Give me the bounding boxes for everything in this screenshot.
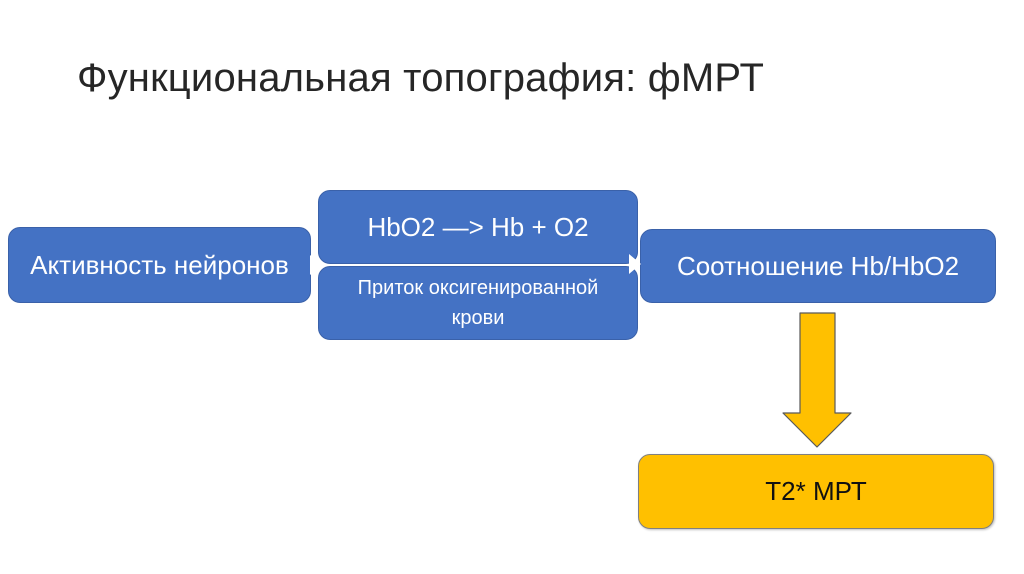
node-oxygenated-blood-flow: Приток оксигенированной крови	[318, 266, 638, 340]
flow-junction-arrow-right-icon	[629, 254, 641, 274]
node-oxygenated-blood-flow-label: Приток оксигенированной крови	[357, 277, 599, 329]
node-t2-mri-label: T2* МРТ	[765, 476, 867, 506]
node-hb-hbo2-ratio: Соотношение Hb/HbO2	[640, 229, 996, 303]
down-arrow-icon	[782, 312, 852, 448]
node-hbo2-reaction: HbO2 —> Hb + O2	[318, 190, 638, 264]
node-t2-mri: T2* МРТ	[638, 454, 994, 529]
flow-junction-arrow-left-icon	[310, 255, 322, 275]
node-hb-hbo2-ratio-label: Соотношение Hb/HbO2	[676, 250, 960, 281]
node-hbo2-reaction-label: HbO2 —> Hb + O2	[367, 211, 589, 242]
node-neuron-activity-label: Активность нейронов	[30, 249, 289, 280]
node-neuron-activity: Активность нейронов	[8, 227, 311, 303]
slide-title: Функциональная топография: фМРТ	[77, 56, 765, 100]
